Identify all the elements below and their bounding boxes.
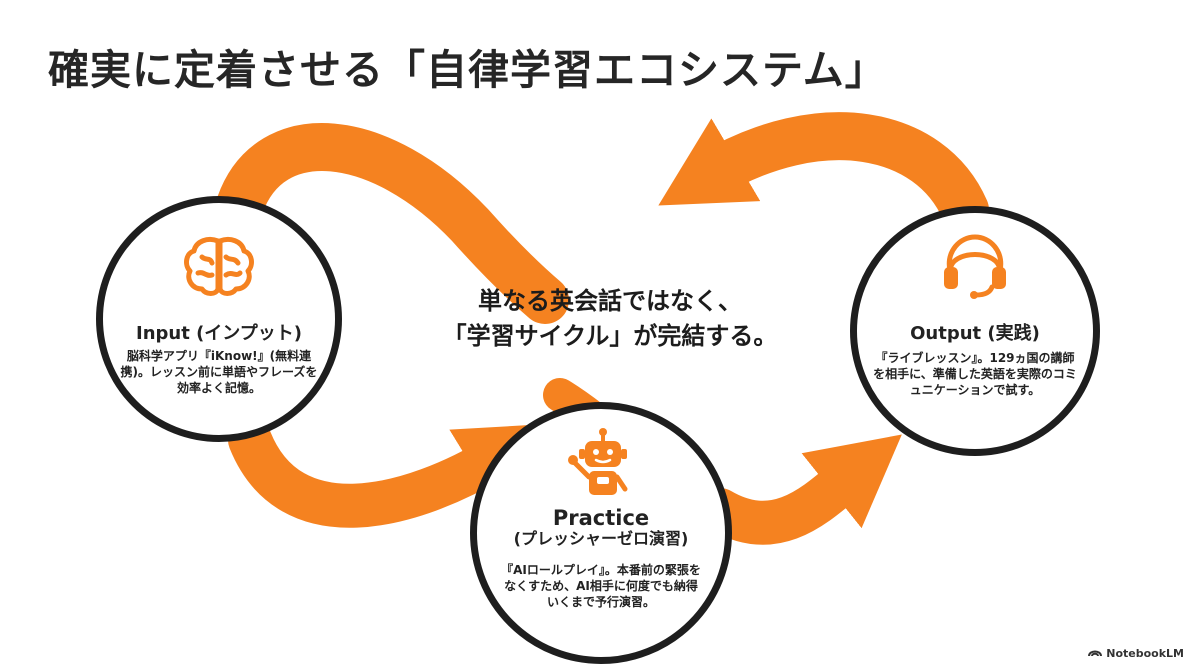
headset-icon bbox=[940, 231, 1010, 307]
practice-description: 『AIロールプレイ』。本番前の緊張をなくすため、AI相手に何度でも納得いくまで予… bbox=[501, 563, 701, 609]
robot-icon bbox=[563, 427, 639, 505]
practice-title: Practice bbox=[552, 506, 650, 530]
brand-watermark: NotebookLM bbox=[1088, 647, 1184, 660]
brain-icon bbox=[184, 235, 254, 301]
input-node: Input (インプット) 脳科学アプリ『iKnow!』(無料連携)。レッスン前… bbox=[96, 196, 342, 442]
practice-subtitle: (プレッシャーゼロ演習) bbox=[513, 528, 689, 548]
center-message-line1: 単なる英会話ではなく、 bbox=[478, 287, 742, 315]
page-title: 確実に定着させる「自律学習エコシステム」 bbox=[48, 46, 887, 94]
center-message: 単なる英会話ではなく、 「学習サイクル」が完結する。 bbox=[380, 284, 840, 354]
input-label: Input (インプット) bbox=[136, 323, 302, 344]
output-label: Output (実践) bbox=[910, 323, 1040, 344]
input-description: 脳科学アプリ『iKnow!』(無料連携)。レッスン前に単語やフレーズを効率よく記… bbox=[120, 349, 318, 395]
practice-label: Practice (プレッシャーゼロ演習) bbox=[477, 507, 725, 547]
notebooklm-logo-icon bbox=[1088, 647, 1103, 660]
output-description: 『ライブレッスン』。129ヵ国の講師を相手に、準備した英語を実際のコミュニケーシ… bbox=[873, 351, 1077, 397]
arrow-output-to-center bbox=[658, 112, 989, 234]
brand-name: NotebookLM bbox=[1106, 647, 1184, 660]
output-node: Output (実践) 『ライブレッスン』。129ヵ国の講師を相手に、準備した英… bbox=[850, 206, 1100, 456]
arrow-practice-to-output bbox=[698, 434, 902, 545]
arrow-input-to-center bbox=[216, 123, 569, 324]
center-message-line2: 「学習サイクル」が完結する。 bbox=[442, 321, 778, 350]
arrow-input-to-practice bbox=[228, 418, 552, 528]
practice-node: Practice (プレッシャーゼロ演習) 『AIロールプレイ』。本番前の緊張を… bbox=[470, 402, 732, 664]
